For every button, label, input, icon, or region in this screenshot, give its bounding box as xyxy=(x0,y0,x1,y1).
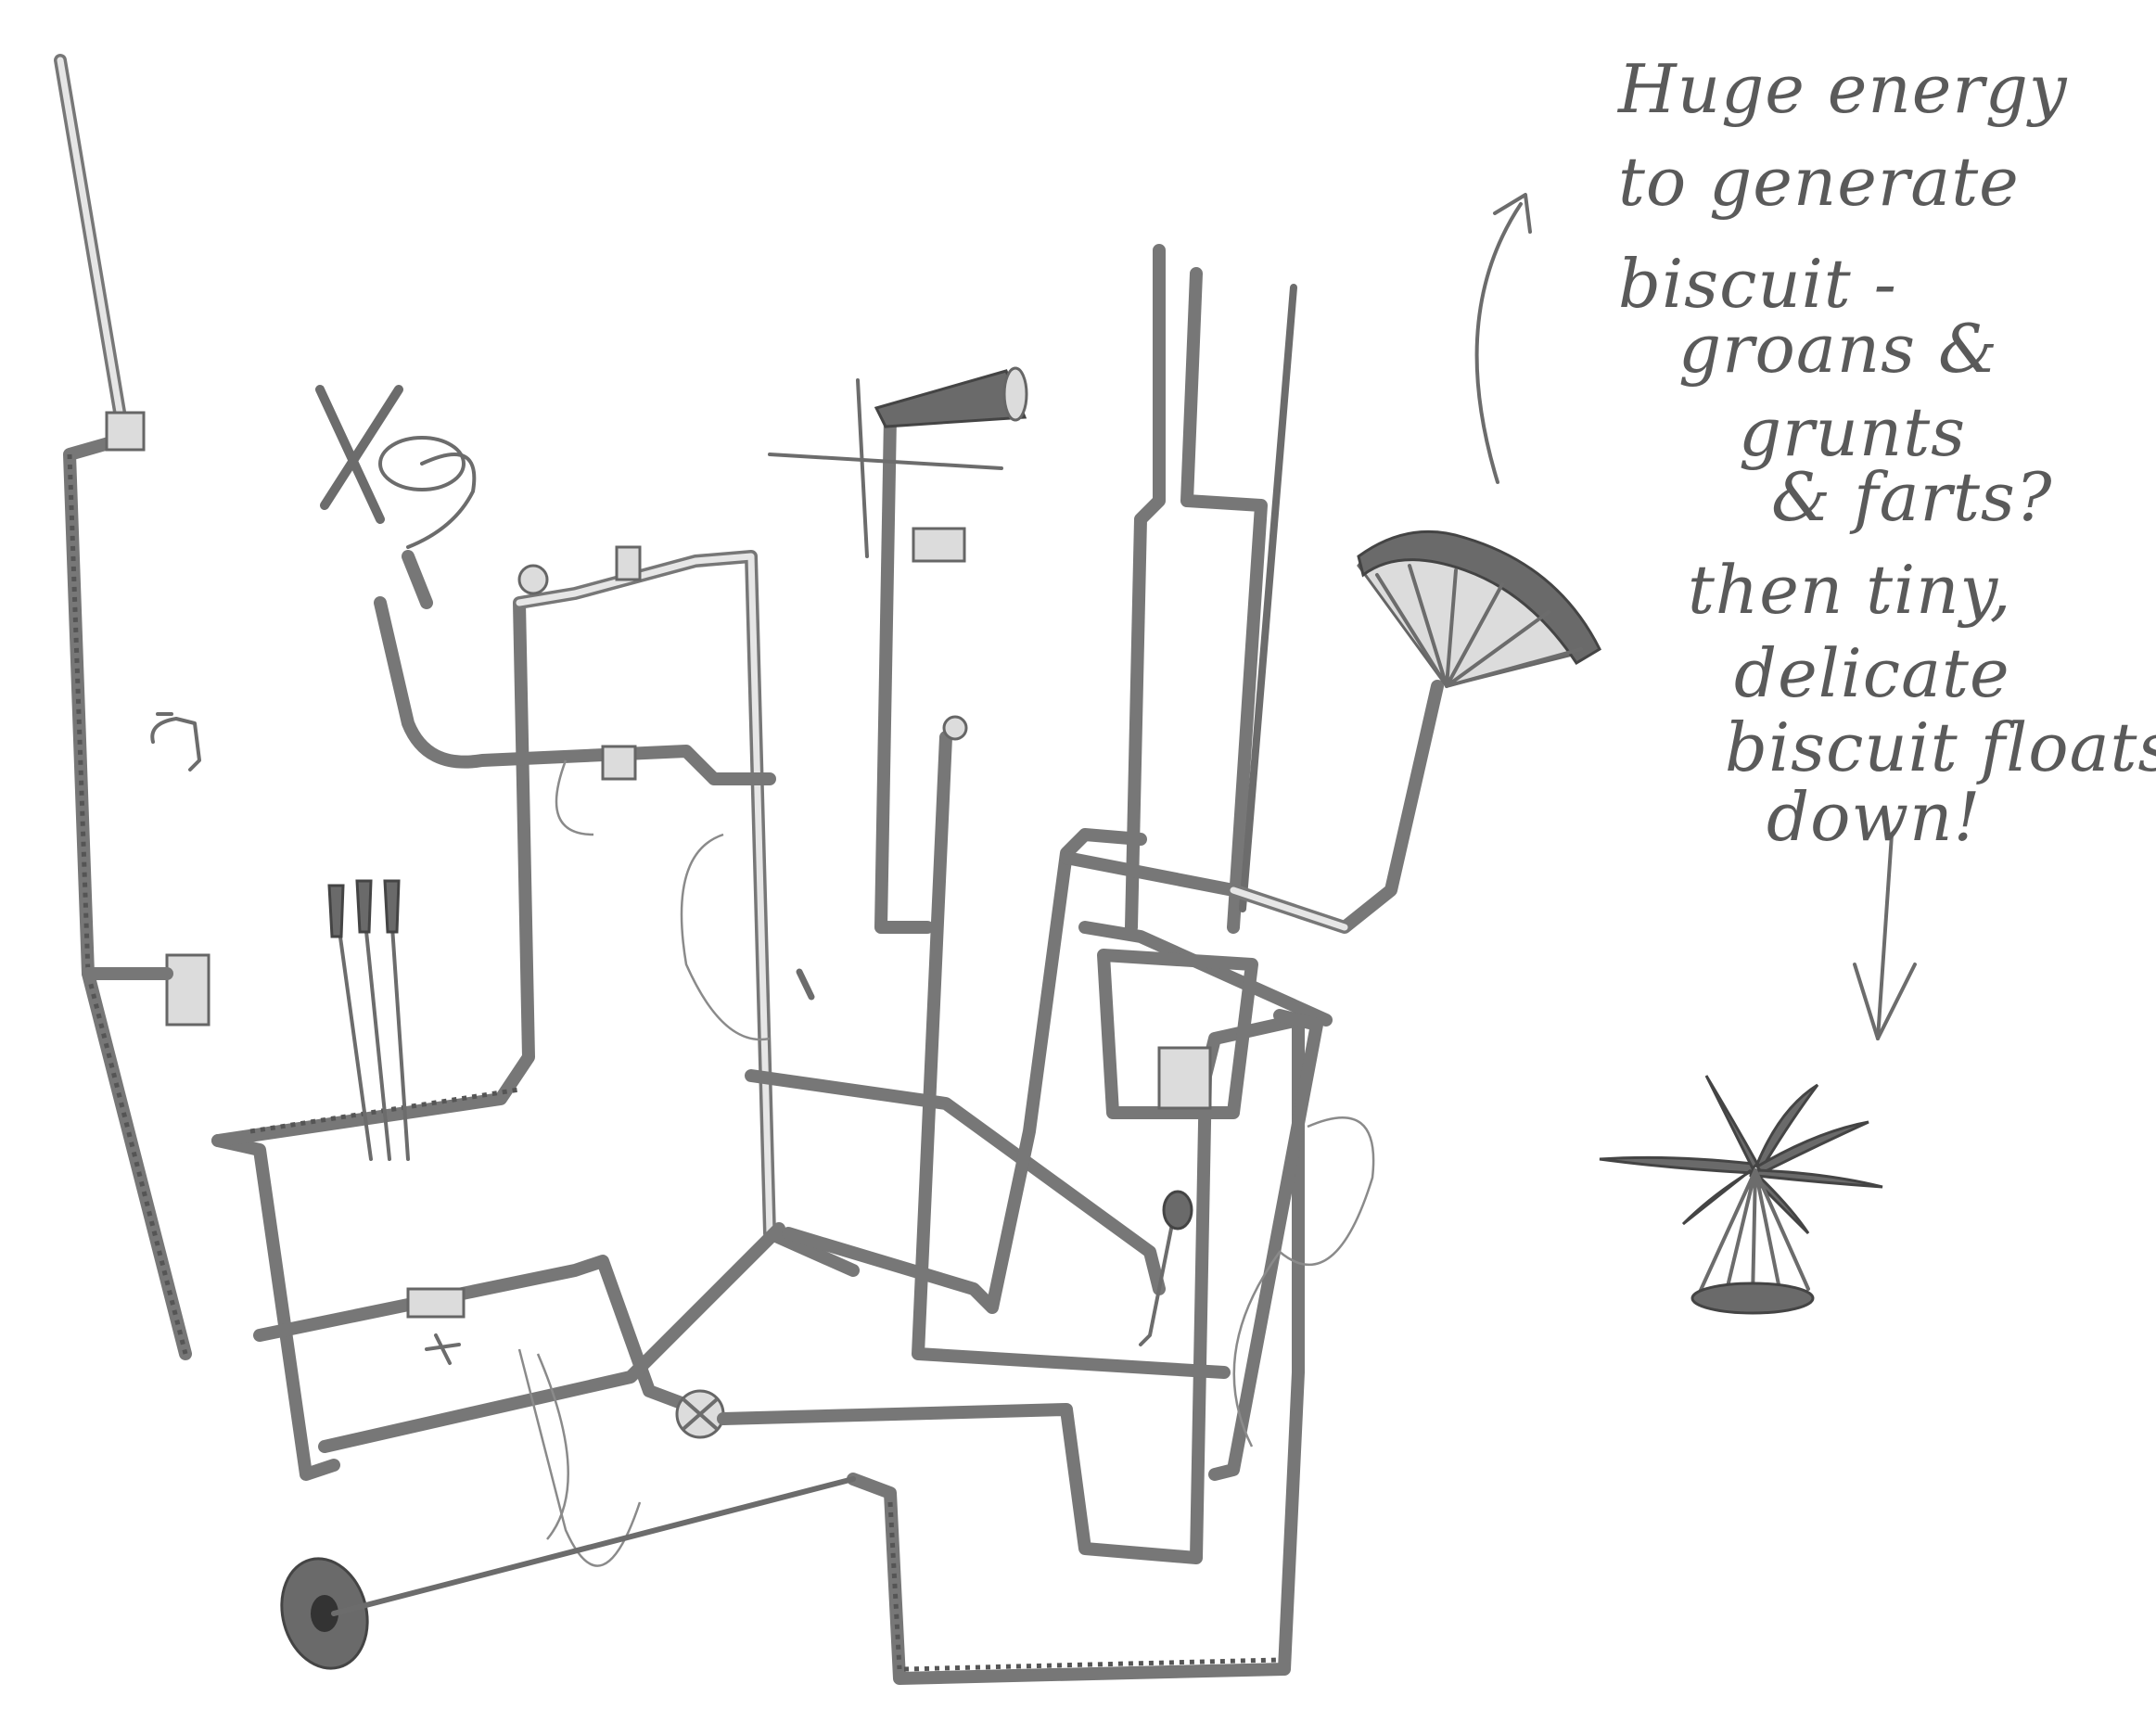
cross-valve-icon xyxy=(315,385,477,549)
central-pipes xyxy=(745,411,1231,1379)
arrow-down-icon xyxy=(1853,833,1917,1040)
note-line-3: biscuit - xyxy=(1618,245,1897,323)
left-loop-pipes xyxy=(211,550,860,1481)
wires xyxy=(517,759,771,1567)
valve-wheel xyxy=(517,564,549,595)
note-line-4: groans & xyxy=(1678,310,1999,388)
tap-icon xyxy=(150,712,201,772)
stray-mark xyxy=(796,968,815,1001)
note-line-6: & farts? xyxy=(1771,458,2053,536)
bottom-loop-pipe xyxy=(717,1014,1305,1685)
pipe-cap xyxy=(942,715,968,741)
spring-coil xyxy=(1139,1116,1375,1448)
antennae xyxy=(1125,244,1297,934)
chimney-pipe xyxy=(54,54,127,424)
flower-arm xyxy=(1060,680,1444,934)
three-rods xyxy=(327,879,410,1161)
right-frame xyxy=(1078,921,1333,1481)
bottom-valve-icon xyxy=(675,1389,725,1439)
note-line-9: biscuit floats xyxy=(1725,708,2156,786)
note-line-1: Huge energy xyxy=(1618,50,2068,128)
biscuit-parachute-icon xyxy=(1599,1075,1883,1315)
note-line-10: down! xyxy=(1767,778,1982,856)
left-riser-pipe xyxy=(63,411,192,1360)
note-line-8: delicate xyxy=(1734,634,2010,712)
wheel-icon xyxy=(280,1476,856,1670)
arrow-up-icon xyxy=(1474,193,1532,484)
funnel-horn-icon xyxy=(768,366,1028,558)
flower-fan-icon xyxy=(1357,529,1601,688)
bracket-box xyxy=(912,527,966,563)
elbow-joint xyxy=(105,411,146,452)
note-line-5: grunts xyxy=(1739,393,1967,471)
note-line-7: then tiny, xyxy=(1688,551,2012,629)
lower-left-pipe xyxy=(253,1222,785,1453)
side-box xyxy=(82,953,210,1027)
note-line-2: to generate xyxy=(1618,143,2020,221)
upper-assembly xyxy=(374,545,776,785)
